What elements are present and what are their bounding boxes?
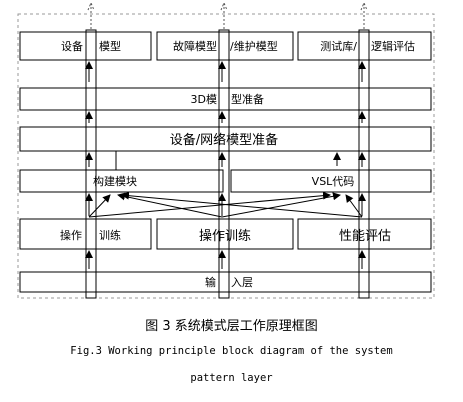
- label-3d-model-prep-a: 3D模: [191, 93, 217, 106]
- label-vsl-code: VSL代码: [312, 175, 355, 188]
- upward-arrows: [85, 61, 366, 269]
- label-operation-training-left-a: 操作: [60, 228, 82, 242]
- equipment-network-model-prep-box: [19, 126, 432, 152]
- fault-maintenance-model-box: [156, 31, 294, 61]
- label-operation-training-center: 操作训练: [199, 228, 251, 244]
- label-input-layer-b: 入层: [231, 276, 253, 289]
- caption-english-line1: Fig.3 Working principle block diagram of…: [70, 345, 393, 357]
- label-device-model-b: 模型: [99, 39, 121, 53]
- label-build-module: 构建模块: [93, 174, 137, 188]
- label-fault-model-b: /维护模型: [230, 39, 278, 53]
- label-test-logic-a: 测试库/: [320, 40, 357, 53]
- label-performance-evaluation: 性能评估: [339, 229, 391, 244]
- label-equipment-network-model-prep: 设备/网络模型准备: [170, 132, 278, 148]
- input-layer-box: [19, 271, 432, 293]
- caption-chinese: 图 3 系统模式层工作原理框图: [145, 319, 318, 334]
- label-device-model-a: 设备: [61, 39, 83, 53]
- vsl-code-box: [230, 169, 432, 193]
- test-library-logic-eval-box: [297, 31, 432, 61]
- label-3d-model-prep-b: 型准备: [231, 92, 264, 106]
- performance-evaluation-box: [297, 218, 432, 250]
- block-diagram: 设备 模型 故障模型 /维护模型 测试库/ 逻辑评估 3D模 型准备 设备/网络…: [17, 1, 435, 299]
- label-operation-training-left-b: 训练: [99, 228, 121, 242]
- label-input-layer-a: 输: [205, 275, 216, 289]
- label-fault-model-a: 故障模型: [173, 39, 217, 53]
- output-dashed-arrows: [87, 1, 368, 30]
- operation-training-center-box: [156, 218, 294, 250]
- caption-english-line2: pattern layer: [190, 372, 273, 384]
- vertical-channels: [85, 29, 370, 299]
- 3d-model-prep-box: [19, 87, 432, 111]
- label-test-logic-b: 逻辑评估: [371, 39, 415, 53]
- crossing-arrows: [88, 191, 363, 218]
